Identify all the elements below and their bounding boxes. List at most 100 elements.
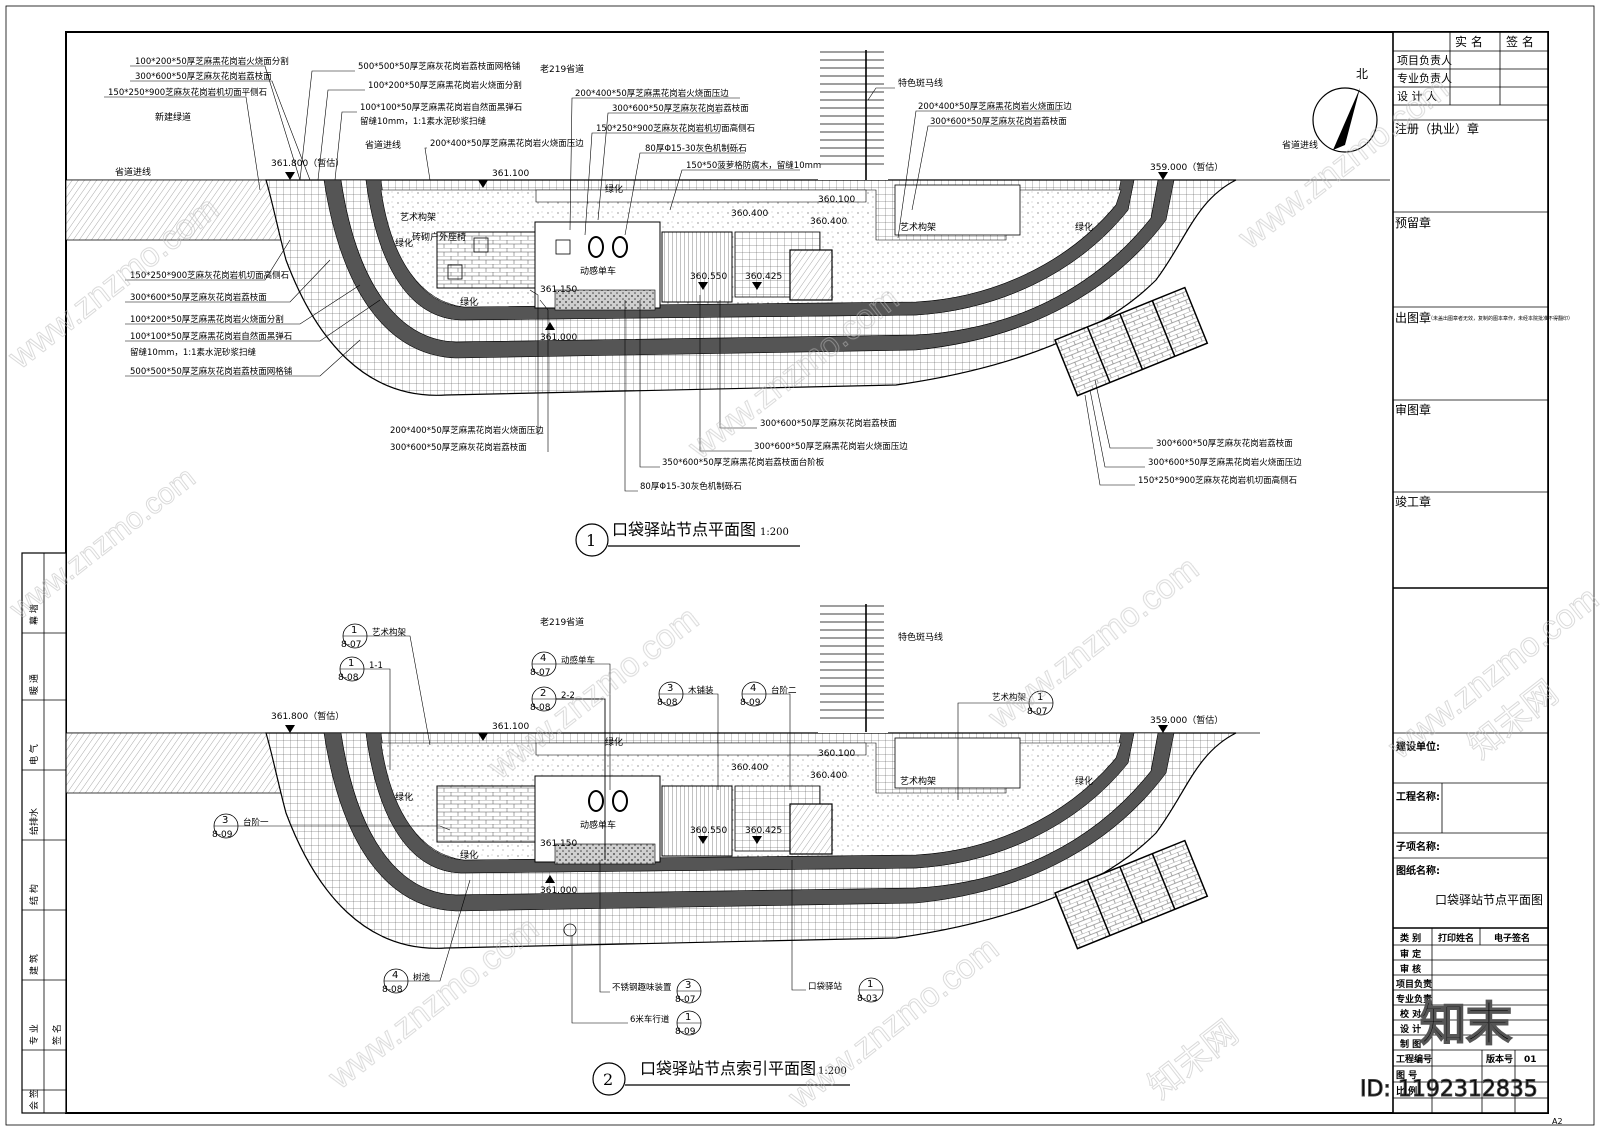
plan1-callout-l8: 200*400*50厚芝麻黑花岗岩火烧面压边 [430, 138, 584, 149]
plan1-elev-9: 360.400 [731, 209, 768, 219]
index-ref-6-sheet: 8-09 [740, 698, 761, 708]
plan1-label-8: 绿化 [460, 296, 478, 308]
index-ref-2-label: 1-1 [369, 661, 383, 671]
plan1-callout-l13: 留缝10mm，1:1素水泥砂浆扫缝 [130, 347, 257, 358]
plan1-title: 1 口袋驿站节点平面图 1:200 [575, 520, 800, 557]
index-ref-7[interactable]: 1 8-07 艺术构架 [957, 690, 1054, 800]
tb-version: 01 [1524, 1055, 1537, 1065]
plan1-label-11: 艺术构架 [900, 221, 936, 233]
plan1-callout-r2: 300*600*50厚芝麻黑花岗岩火烧面压边 [1148, 457, 1302, 468]
plan1-title-scale: 1:200 [760, 527, 789, 538]
plan2-elev-8: 360.100 [818, 749, 855, 759]
strip-struct: 结 构 [28, 884, 40, 905]
tb-sub-item: 子项名称: [1396, 840, 1440, 853]
index-ref-5[interactable]: 3 8-08 木铺装 [657, 681, 719, 790]
plan1-elev-3: 359.000（暂估） [1150, 161, 1223, 173]
index-ref-3[interactable]: 4 8-07 动感单车 [530, 651, 611, 790]
index-ref-6[interactable]: 4 8-09 台阶二 [740, 681, 797, 790]
watermark-logo: 知末 [1420, 997, 1512, 1051]
plan1-label-6: 绿化 [605, 183, 623, 195]
index-ref-1[interactable]: 1 8-07 艺术构架 [341, 623, 431, 746]
watermark-9: www.znzmo.com [3, 461, 201, 626]
tb-stamp-1: 注册（执业）章 [1395, 121, 1479, 136]
north-arrow: 北 [1312, 67, 1378, 153]
title-block: 实 名 签 名 项目负责人 专业负责人 设 计 人 注册（执业）章 预留章 出图… [1392, 31, 1573, 1126]
plan1-callout-b1: 200*400*50厚芝麻黑花岗岩火烧面压边 [390, 425, 544, 436]
index-ref-1-label: 艺术构架 [372, 627, 407, 638]
strip-arch: 建 筑 [28, 954, 40, 975]
index-ref-12[interactable]: 1 8-03 口袋驿站 [791, 860, 884, 1004]
plan2-label-7: 动感单车 [580, 819, 616, 831]
index-ref-12-num: 1 [867, 979, 873, 990]
plan1-label-3: 省道进线 [365, 139, 401, 151]
plan1-elev-1: 361.800（暂估） [271, 157, 344, 169]
index-ref-5-sheet: 8-08 [657, 698, 678, 708]
plan2-title-num: 2 [603, 1070, 613, 1089]
tb-header-name: 实 名 [1455, 34, 1483, 49]
index-ref-3-label: 动感单车 [561, 655, 595, 666]
tb-drawing-name: 口袋驿站节点平面图 [1435, 893, 1543, 907]
plan1-title-text: 口袋驿站节点平面图 [612, 520, 756, 539]
tb-drawing-label: 图纸名称: [1396, 864, 1440, 877]
index-ref-4-num: 2 [540, 688, 546, 699]
plan-2: 361.800（暂估） 361.100 359.000（暂估） 361.150 … [65, 602, 1260, 1096]
index-ref-10[interactable]: 3 8-07 不锈钢趣味装置 [599, 860, 702, 1005]
plan1-label-7: 绿化 [395, 237, 413, 249]
plan1-callout-b4: 300*600*50厚芝麻黑花岗岩火烧面压边 [754, 441, 908, 452]
index-ref-7-sheet: 8-07 [1027, 707, 1047, 717]
plan1-label-2: 新建绿道 [155, 111, 191, 123]
index-ref-12-label: 口袋驿站 [808, 981, 843, 992]
tb-stamp-3: 出图章 [1395, 310, 1431, 325]
plan1-callout-r1: 300*600*50厚芝麻灰花岗岩荔枝面 [1156, 438, 1293, 449]
plan2-title: 2 口袋驿站节点索引平面图 1:200 [592, 1059, 850, 1096]
plan1-callout-b6: 80厚Φ15-30灰色机制砾石 [640, 481, 742, 492]
index-ref-10-sheet: 8-07 [675, 995, 695, 1005]
tb-sign-r3: 项目负责 [1396, 978, 1432, 990]
tb-header-sign: 签 名 [1506, 34, 1534, 49]
plan1-callout-t2: 300*600*50厚芝麻灰花岗岩荔枝面 [612, 103, 749, 114]
index-ref-9[interactable]: 4 8-08 树池 [382, 879, 471, 995]
plan1-label-1: 省道进线 [115, 166, 151, 178]
tb-sheet-no: 图 号 [1396, 1070, 1417, 1081]
plan1-callout-l10: 300*600*50厚芝麻灰花岗岩荔枝面 [130, 292, 267, 303]
plan1-label-10: 艺术构架 [400, 211, 436, 223]
tb-build-unit: 建设单位: [1395, 740, 1440, 753]
index-ref-4[interactable]: 2 8-08 2-2 [530, 686, 606, 860]
tb-role-1: 项目负责人 [1397, 53, 1452, 67]
zebra-crossing-2 [818, 602, 888, 733]
plan2-elev-9: 360.400 [731, 763, 768, 773]
index-ref-8-sheet: 8-09 [212, 830, 233, 840]
index-ref-8[interactable]: 3 8-09 台阶一 [212, 813, 451, 840]
plan2-title-text: 口袋驿站节点索引平面图 [640, 1059, 816, 1078]
plan2-elev-10: 360.400 [810, 771, 847, 781]
tb-sign-h2: 打印姓名 [1438, 932, 1474, 944]
tb-stamp-2: 预留章 [1395, 215, 1431, 230]
plan1-callout-l4: 500*500*50厚芝麻灰花岗岩荔枝面网格铺 [358, 61, 521, 72]
plan2-label-2: 绿化 [605, 736, 623, 748]
plan1-callout-t7: 300*600*50厚芝麻灰花岗岩荔枝面 [930, 116, 1067, 127]
plan1-label-9: 绿化 [1075, 221, 1093, 233]
tb-paper-size: A2 [1552, 1117, 1563, 1126]
watermark-10: 知末网 [1142, 1014, 1246, 1107]
plan1-callout-l3: 150*250*900芝麻灰花岗岩机切面平侧石 [108, 87, 267, 98]
plan1-label-12: 动感单车 [580, 265, 616, 277]
plan1-elev-10: 360.400 [810, 217, 847, 227]
plan-1: 361.800（暂估） 361.100 359.000（暂估） 361.150 … [65, 48, 1390, 557]
watermark-5: www.znzmo.com [981, 549, 1206, 737]
plan1-elev-6: 360.550 [690, 272, 727, 282]
index-ref-2[interactable]: 1 8-08 1-1 [338, 656, 391, 770]
strip-curtain: 幕 墙 [28, 604, 40, 625]
index-ref-11-num: 1 [685, 1012, 691, 1023]
tb-sign-r4: 专业负责 [1396, 993, 1432, 1005]
plan1-callout-t5: 150*50菠萝格防腐木，留缝10mm [686, 160, 821, 171]
zebra-crossing [818, 48, 888, 180]
plan1-label-13: 砖砌户外座椅 [412, 231, 466, 243]
index-ref-11[interactable]: 1 8-09 6米车行道 [571, 936, 702, 1037]
plan1-callout-l14: 500*500*50厚芝麻灰花岗岩荔枝面网格铺 [130, 366, 293, 377]
tb-role-3: 设 计 人 [1397, 90, 1437, 103]
tb-role-2: 专业负责人 [1397, 71, 1452, 85]
tb-stamp-note: （未盖出图章者无效，复制的图本章作，未经本院批准不得翻印） [1428, 315, 1573, 322]
plan2-label-4: 绿化 [460, 849, 478, 861]
